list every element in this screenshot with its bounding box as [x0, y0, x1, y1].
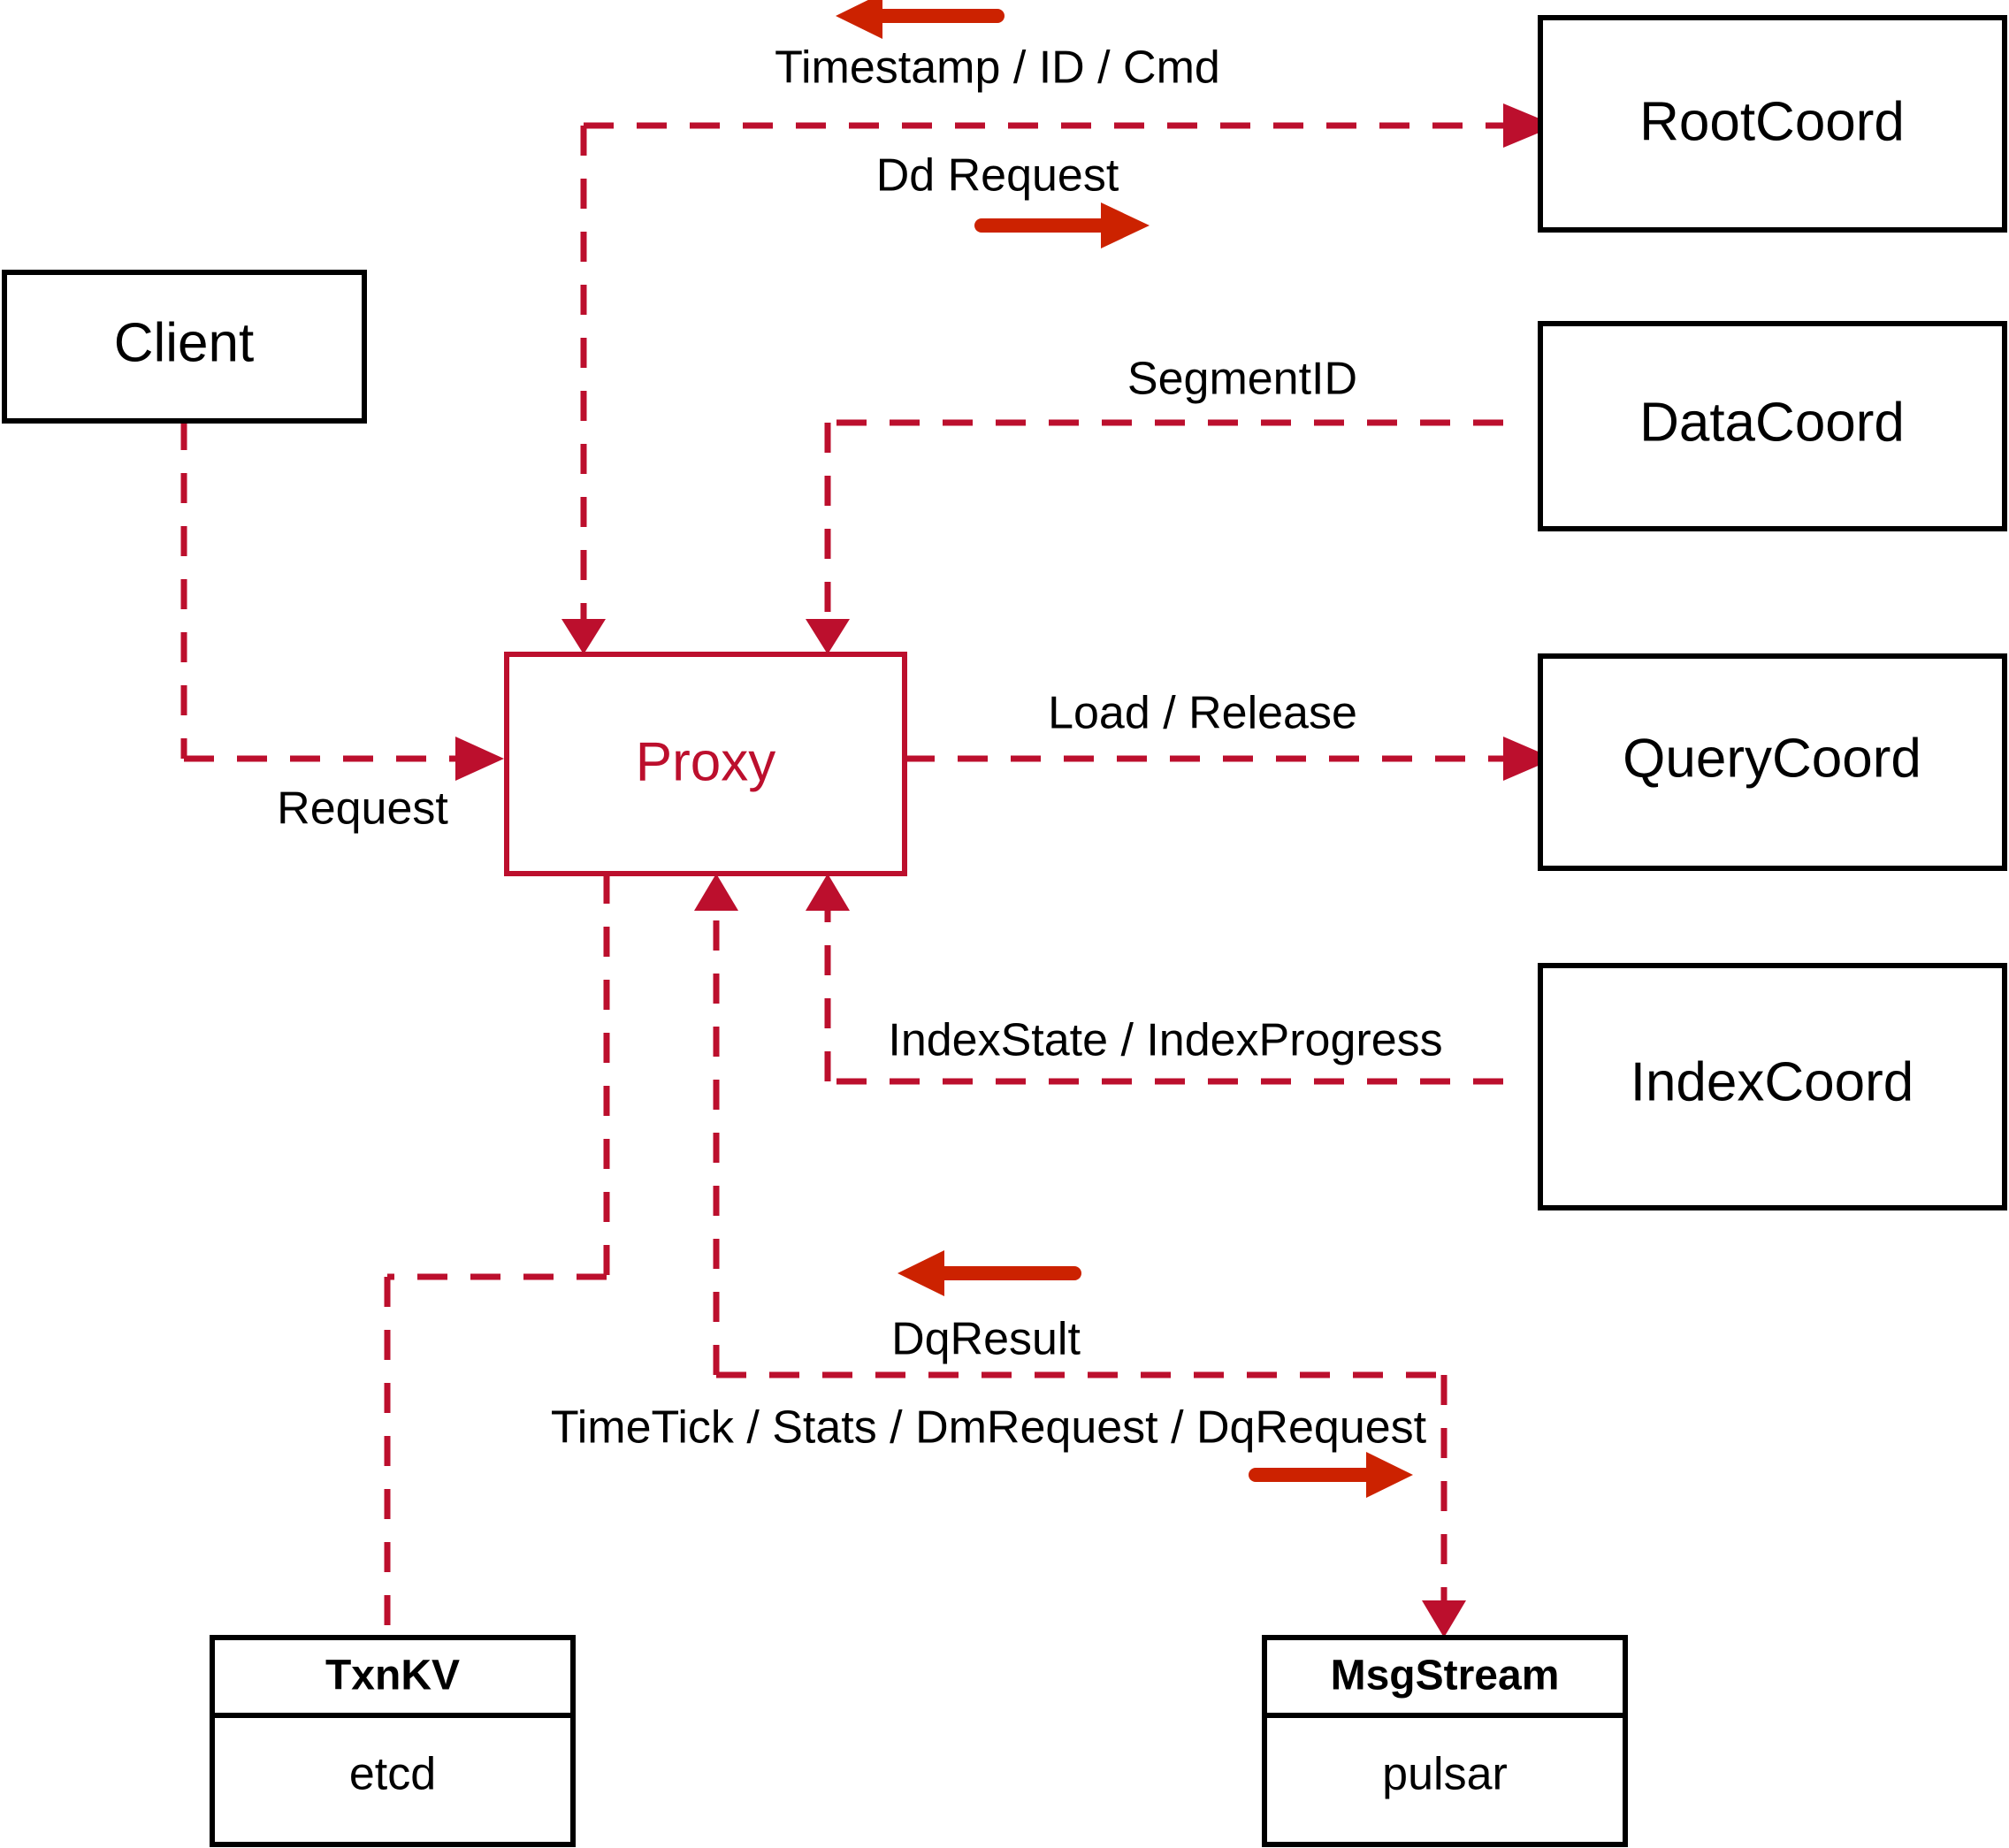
node-datacoord[interactable]: DataCoord: [1538, 321, 2007, 531]
arrowhead-msgstream-in: [1422, 1600, 1466, 1638]
edge-datacoord-proxy: [806, 419, 1503, 654]
arrowhead-proxy-top-left: [561, 619, 606, 654]
node-proxy-label: Proxy: [636, 731, 775, 792]
node-indexcoord[interactable]: IndexCoord: [1538, 963, 2007, 1210]
node-querycoord-box[interactable]: [1538, 653, 2007, 871]
edge-label-timestamp-id-cmd: Timestamp / ID / Cmd: [775, 42, 1220, 94]
node-client[interactable]: Client: [2, 270, 367, 424]
arrowhead-proxy-bottom-right: [806, 874, 850, 911]
direction-arrow-dqresult-left: [898, 1250, 1081, 1296]
edge-label-dq-result: DqResult: [891, 1314, 1081, 1365]
edge-proxy-txnkv: [384, 874, 610, 1638]
node-proxy[interactable]: Proxy: [504, 652, 907, 876]
node-indexcoord-box[interactable]: [1538, 963, 2007, 1210]
edge-proxy-rootcoord: [561, 103, 1556, 654]
edge-indexcoord-proxy: [806, 874, 1503, 1085]
node-datacoord-box[interactable]: [1538, 321, 2007, 531]
node-txnkv-header: TxnKV: [325, 1653, 460, 1699]
node-txnkv-body: etcd: [349, 1749, 436, 1800]
node-rootcoord-label: RootCoord: [1639, 91, 1905, 152]
edge-label-timetick-stats-dm-dq: TimeTick / Stats / DmRequest / DqRequest: [551, 1402, 1427, 1454]
edge-label-load-release: Load / Release: [1048, 688, 1357, 739]
node-querycoord[interactable]: QueryCoord: [1538, 653, 2007, 871]
edge-proxy-msgstream: [694, 874, 1466, 1638]
node-client-box[interactable]: [2, 270, 367, 424]
edge-label-request: Request: [277, 783, 448, 835]
node-msgstream-body: pulsar: [1382, 1749, 1508, 1800]
node-proxy-box[interactable]: [504, 652, 907, 876]
edge-proxy-querycoord: [905, 737, 1554, 781]
node-msgstream-box[interactable]: [1262, 1635, 1628, 1847]
arrowhead-proxy-left-in: [455, 737, 504, 781]
edge-label-dd-request: Dd Request: [876, 150, 1119, 202]
node-msgstream[interactable]: MsgStream pulsar: [1262, 1635, 1628, 1847]
direction-arrow-ddrequest-right: [974, 202, 1150, 248]
node-rootcoord[interactable]: RootCoord: [1538, 15, 2007, 233]
node-datacoord-label: DataCoord: [1639, 392, 1905, 453]
node-querycoord-label: QueryCoord: [1623, 728, 1921, 789]
arrowhead-querycoord-in: [1503, 737, 1554, 781]
edge-label-index-state-progress: IndexState / IndexProgress: [888, 1015, 1442, 1066]
direction-arrow-timetick-right: [1249, 1452, 1413, 1498]
node-msgstream-header: MsgStream: [1331, 1653, 1560, 1699]
edge-label-segment-id: SegmentID: [1127, 354, 1357, 405]
node-indexcoord-label: IndexCoord: [1631, 1051, 1914, 1112]
arrowhead-proxy-top-right: [806, 619, 850, 654]
edge-client-proxy: [180, 420, 504, 781]
node-txnkv-box[interactable]: [210, 1635, 576, 1847]
direction-arrow-timestamp-left: [836, 0, 1004, 39]
node-client-label: Client: [114, 312, 255, 373]
node-rootcoord-box[interactable]: [1538, 15, 2007, 233]
arrowhead-proxy-bottom-left: [694, 874, 738, 911]
arrowhead-rootcoord-in: [1503, 103, 1556, 148]
node-txnkv[interactable]: TxnKV etcd: [210, 1635, 576, 1847]
